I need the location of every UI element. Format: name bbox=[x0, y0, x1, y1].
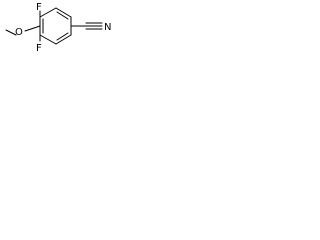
ring-bond-bottom-right bbox=[55, 34, 72, 45]
bond-to-oxygen bbox=[24, 25, 41, 32]
ring-bond-top-right bbox=[55, 7, 72, 18]
nitrogen-label: N bbox=[104, 22, 111, 33]
ring-bond-top-right-inner bbox=[56, 11, 69, 20]
ring-bond-top-left-top bbox=[39, 7, 57, 18]
molecule-structure: F F O N bbox=[5, 2, 111, 54]
oxygen-label: O bbox=[15, 27, 23, 38]
structure-canvas: F F O N bbox=[0, 0, 116, 83]
bond-oxygen-methyl bbox=[5, 29, 17, 36]
ring-bond-bottom-left bbox=[39, 34, 57, 45]
fluorine-top-label: F bbox=[36, 2, 42, 13]
ring-bond-bottom-right-inner bbox=[56, 32, 69, 41]
fluorine-bottom-label: F bbox=[36, 43, 42, 54]
